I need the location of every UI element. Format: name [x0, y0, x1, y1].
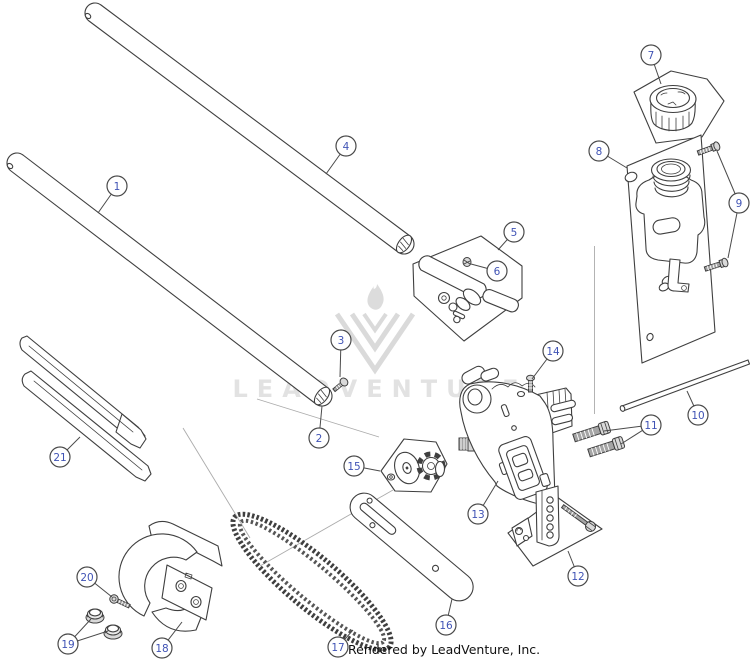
- callout-15[interactable]: 15: [343, 455, 381, 477]
- part-18-chain-guard: [118, 520, 223, 632]
- part-9-screws: [696, 141, 729, 272]
- callout-8[interactable]: 8: [588, 140, 628, 169]
- callout-9[interactable]: 9: [716, 150, 750, 259]
- callout-7-number: 7: [648, 50, 655, 62]
- callout-6[interactable]: 6: [470, 260, 508, 282]
- callout-11-number: 11: [644, 420, 657, 432]
- callout-13-circle[interactable]: [467, 503, 489, 525]
- callout-3[interactable]: 3: [330, 329, 352, 378]
- callout-11-circle[interactable]: [640, 414, 662, 436]
- callout-2[interactable]: 2: [308, 405, 330, 449]
- callout-15-number: 15: [347, 461, 360, 473]
- callout-10-circle[interactable]: [687, 404, 709, 426]
- part-12-long-bolt: [560, 504, 597, 532]
- callout-21[interactable]: 21: [49, 436, 81, 468]
- callout-7-circle[interactable]: [640, 44, 662, 66]
- footer-credit: Rendered by LeadVenture, Inc.: [348, 642, 540, 657]
- callout-13[interactable]: 13: [467, 480, 499, 525]
- callout-11[interactable]: 11: [603, 414, 662, 445]
- part-4-upper-tube: [84, 2, 415, 255]
- callout-15-circle[interactable]: [343, 455, 365, 477]
- callout-19-number: 19: [61, 639, 74, 651]
- part-11-bolts: [572, 420, 626, 458]
- callout-19[interactable]: 19: [57, 618, 109, 655]
- part-19-nuts: [85, 608, 123, 640]
- callout-21-number: 21: [53, 452, 66, 464]
- callout-6-circle[interactable]: [486, 260, 508, 282]
- callout-4-circle[interactable]: [335, 135, 357, 157]
- callout-5-circle[interactable]: [503, 221, 525, 243]
- callout-5-number: 5: [511, 227, 518, 239]
- callout-2-number: 2: [316, 433, 323, 445]
- leadventure-flame-logo-icon: [334, 284, 416, 375]
- callout-1-circle[interactable]: [106, 175, 128, 197]
- part-2-tube-end-cap: [313, 386, 331, 406]
- part-21-hanger-bracket: [19, 335, 152, 482]
- part-15-sprocket-panel: [380, 438, 448, 493]
- callout-3-number: 3: [338, 335, 345, 347]
- callout-9-circle[interactable]: [728, 192, 750, 214]
- callout-3-circle[interactable]: [330, 329, 352, 351]
- callout-1[interactable]: 1: [97, 175, 128, 214]
- callout-16-number: 16: [439, 620, 453, 632]
- callout-12[interactable]: 12: [567, 550, 589, 587]
- part-8-oil-tank-panel: [624, 134, 716, 364]
- callout-20-circle[interactable]: [76, 566, 98, 588]
- part-5-coupler-panel: [412, 235, 523, 342]
- callout-18-circle[interactable]: [151, 637, 173, 659]
- callout-4-number: 4: [343, 141, 350, 153]
- callout-6-number: 6: [494, 266, 501, 278]
- callout-7[interactable]: 7: [640, 44, 662, 85]
- callout-13-number: 13: [471, 509, 484, 521]
- callout-8-circle[interactable]: [588, 140, 610, 162]
- callout-14-number: 14: [546, 346, 560, 358]
- callout-2-circle[interactable]: [308, 427, 330, 449]
- callout-1-number: 1: [114, 181, 121, 193]
- callout-17[interactable]: 17: [327, 629, 354, 658]
- callout-16[interactable]: 16: [435, 598, 457, 636]
- callout-16-circle[interactable]: [435, 614, 457, 636]
- callout-4[interactable]: 4: [325, 135, 357, 175]
- callout-17-number: 17: [331, 642, 344, 654]
- callout-19-circle[interactable]: [57, 633, 79, 655]
- callout-18-number: 18: [155, 643, 168, 655]
- part-7-cap-panel: [633, 70, 725, 144]
- callout-12-circle[interactable]: [567, 565, 589, 587]
- callout-5[interactable]: 5: [497, 221, 525, 251]
- callout-17-circle[interactable]: [327, 636, 349, 658]
- part-13-gearbox: [458, 365, 576, 547]
- part-3-screw: [332, 377, 349, 393]
- callout-14-circle[interactable]: [542, 340, 564, 362]
- callout-12-number: 12: [571, 571, 584, 583]
- part-6-screw: [462, 257, 472, 267]
- callout-14[interactable]: 14: [531, 340, 564, 380]
- callout-8-number: 8: [596, 146, 603, 158]
- part-17-saw-chain: [230, 511, 394, 653]
- callout-18[interactable]: 18: [151, 621, 183, 659]
- callout-10-number: 10: [691, 410, 704, 422]
- callout-21-circle[interactable]: [49, 446, 71, 468]
- part-10-drive-rod: [619, 359, 750, 412]
- part-14-screw: [526, 374, 535, 393]
- callout-9-number: 9: [736, 198, 743, 210]
- callout-20-number: 20: [80, 572, 93, 584]
- callout-20[interactable]: 20: [76, 566, 113, 598]
- part-16-guide-bar: [349, 492, 474, 602]
- part-1-lower-tube: [6, 152, 333, 407]
- callout-10[interactable]: 10: [686, 390, 709, 426]
